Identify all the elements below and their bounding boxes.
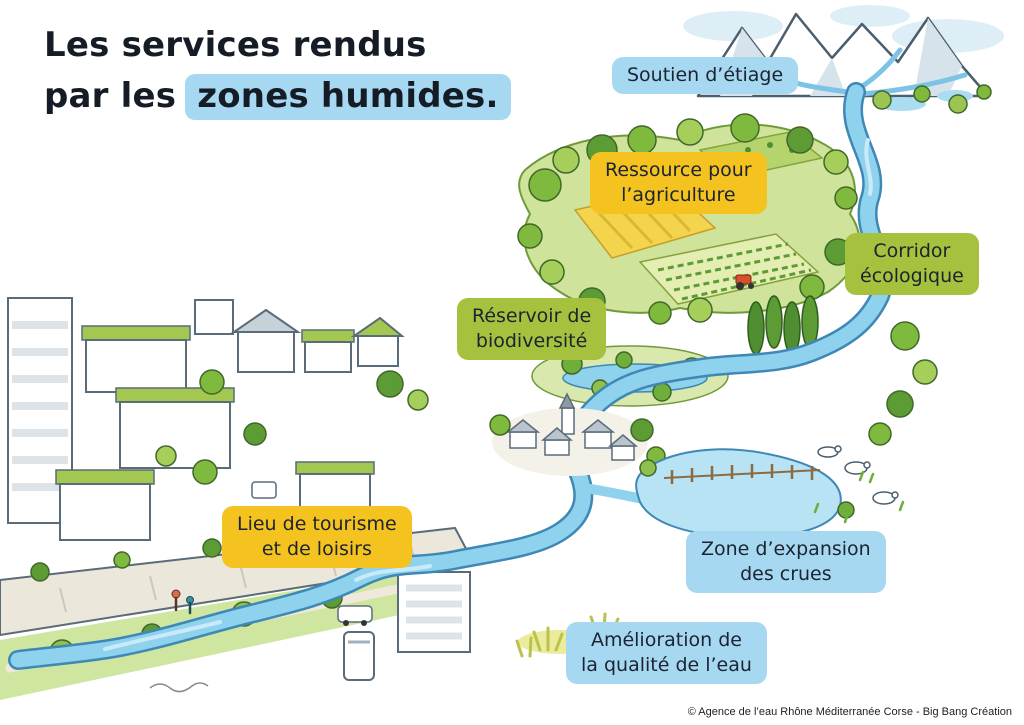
- artist-signature: [149, 682, 209, 693]
- vehicles-illustration: [337, 605, 375, 681]
- title-line1: Les services rendus: [44, 25, 427, 65]
- flood-expansion-pond-illustration: [635, 445, 905, 539]
- riverbank-trees-illustration: [868, 321, 938, 446]
- label-zone-expansion-crues: Zone d’expansion des crues: [686, 531, 886, 594]
- headwater-streams-illustration: [757, 47, 992, 114]
- label-lieu-tourisme-loisirs: Lieu de tourisme et de loisirs: [222, 506, 412, 569]
- city-illustration: [0, 297, 474, 700]
- poplar-row-illustration: [747, 295, 819, 355]
- label-amelioration-qualite: Amélioration de la qualité de l’eau: [566, 622, 767, 685]
- copyright-credit: © Agence de l’eau Rhône Méditerranée Cor…: [687, 706, 1012, 718]
- label-soutien-etiage: Soutien d’étiage: [612, 57, 799, 95]
- tractor-illustration: [735, 274, 754, 290]
- label-ressource-agriculture: Ressource pour l’agriculture: [590, 152, 767, 215]
- cows-illustration: [817, 445, 899, 505]
- label-corridor-ecologique: Corridor écologique: [845, 233, 979, 296]
- pedestrians-illustration: [171, 589, 194, 615]
- farmland-illustration: [517, 113, 861, 325]
- title-line2-prefix: par les: [44, 76, 177, 116]
- label-reservoir-biodiversite: Réservoir de biodiversité: [457, 298, 607, 361]
- title-highlight-zones-humides: zones humides.: [185, 74, 511, 120]
